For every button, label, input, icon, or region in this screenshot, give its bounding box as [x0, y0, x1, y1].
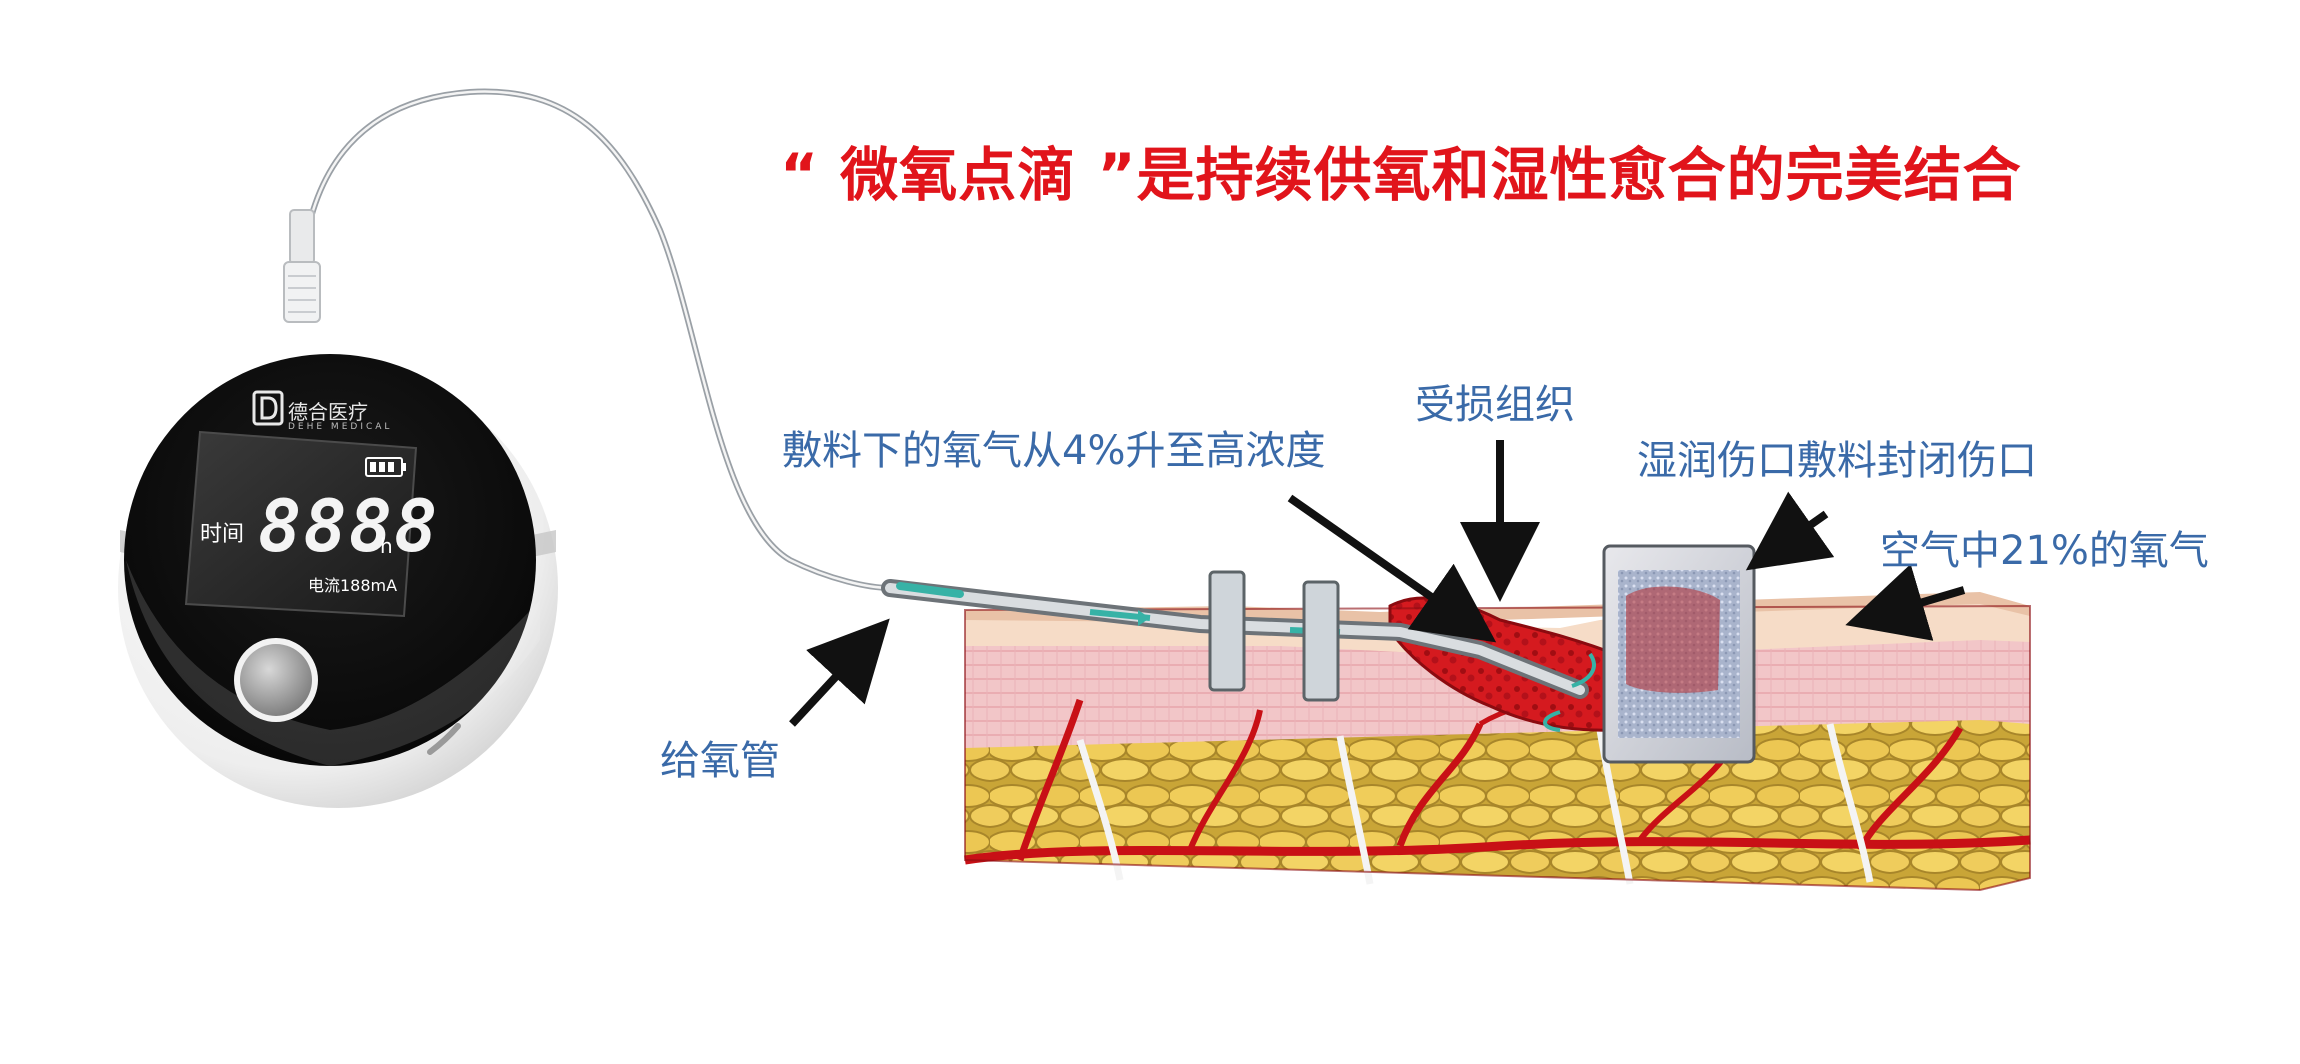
- wound-dressing: [1602, 544, 1756, 764]
- lcd-time-label: 时间: [200, 522, 245, 547]
- arrow-air-oxygen: [1845, 564, 1966, 641]
- inner-tube: [881, 570, 1596, 732]
- label-damaged-tissue: 受损组织: [1415, 382, 1575, 428]
- skin-cross-section: [964, 592, 2031, 892]
- arrow-moist-dressing: [1745, 491, 1835, 571]
- label-oxygen-rise: 敷料下的氧气从4%升至高浓度: [782, 428, 1326, 474]
- lcd-unit: h: [380, 534, 393, 558]
- device-brand: 德合医疗: [288, 400, 368, 424]
- tube-connector: [283, 209, 321, 323]
- arrow-oxygen-tube: [789, 618, 890, 727]
- device-brand-en: DEHE MEDICAL: [288, 422, 393, 432]
- power-button[interactable]: [240, 644, 312, 716]
- brand-logo-icon: [252, 390, 284, 426]
- arrow-oxygen-rise: [1287, 494, 1497, 643]
- page-title: “ 微氧点滴 ”是持续供氧和湿性愈合的完美结合: [780, 141, 2022, 209]
- lcd-digits: 8888: [258, 484, 440, 568]
- oxygen-device: [118, 354, 558, 808]
- lcd-current: 电流188mA: [308, 576, 398, 595]
- battery-icon: [365, 457, 406, 477]
- label-moist-dressing: 湿润伤口敷料封闭伤口: [1637, 438, 2037, 484]
- label-air-oxygen: 空气中21%的氧气: [1880, 528, 2209, 574]
- label-oxygen-tube: 给氧管: [660, 738, 780, 784]
